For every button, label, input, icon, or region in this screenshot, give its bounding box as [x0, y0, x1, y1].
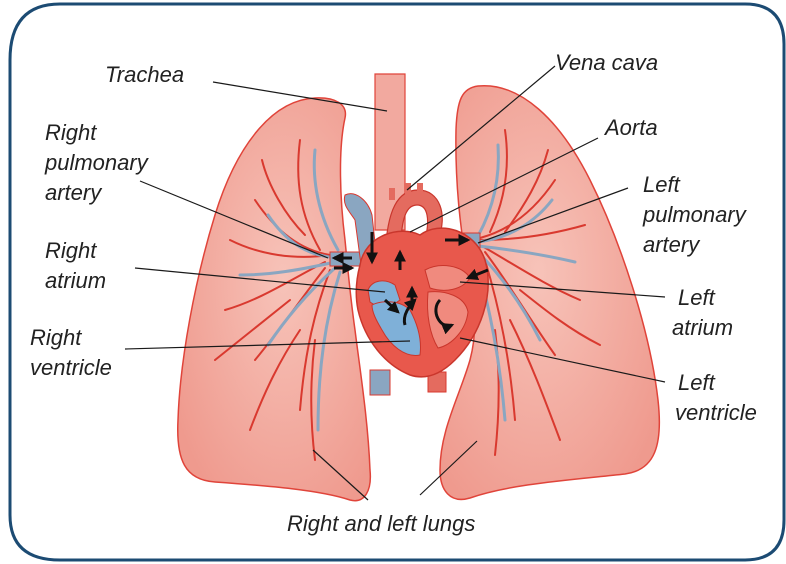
- label-line: ventricle: [30, 355, 112, 380]
- label-vena-cava: Vena cava: [555, 50, 658, 75]
- label-aorta: Aorta: [603, 115, 658, 140]
- inferior-vena-cava: [370, 370, 390, 395]
- label-line: Left: [643, 172, 681, 197]
- right-lung: [178, 98, 371, 501]
- label-line: pulmonary: [44, 150, 150, 175]
- label-right-ventricle: Right ventricle: [30, 325, 112, 380]
- label-line: Right: [45, 120, 97, 145]
- label-line: artery: [45, 180, 103, 205]
- label-line: atrium: [672, 315, 733, 340]
- label-line: atrium: [45, 268, 106, 293]
- label-line: ventricle: [675, 400, 757, 425]
- label-trachea: Trachea: [105, 62, 184, 87]
- label-right-atrium: Right atrium: [45, 238, 106, 293]
- label-line: Right: [45, 238, 97, 263]
- label-line: Left: [678, 285, 716, 310]
- label-line: Right: [30, 325, 82, 350]
- label-left-atrium: Left atrium: [672, 285, 733, 340]
- label-right-pulmonary-artery: Right pulmonary artery: [44, 120, 154, 205]
- label-left-ventricle: Left ventricle: [675, 370, 757, 425]
- label-lungs: Right and left lungs: [287, 511, 475, 536]
- label-left-pulmonary-artery: Left pulmonary artery: [642, 172, 752, 257]
- label-line: artery: [643, 232, 701, 257]
- label-line: pulmonary: [642, 202, 748, 227]
- label-line: Left: [678, 370, 716, 395]
